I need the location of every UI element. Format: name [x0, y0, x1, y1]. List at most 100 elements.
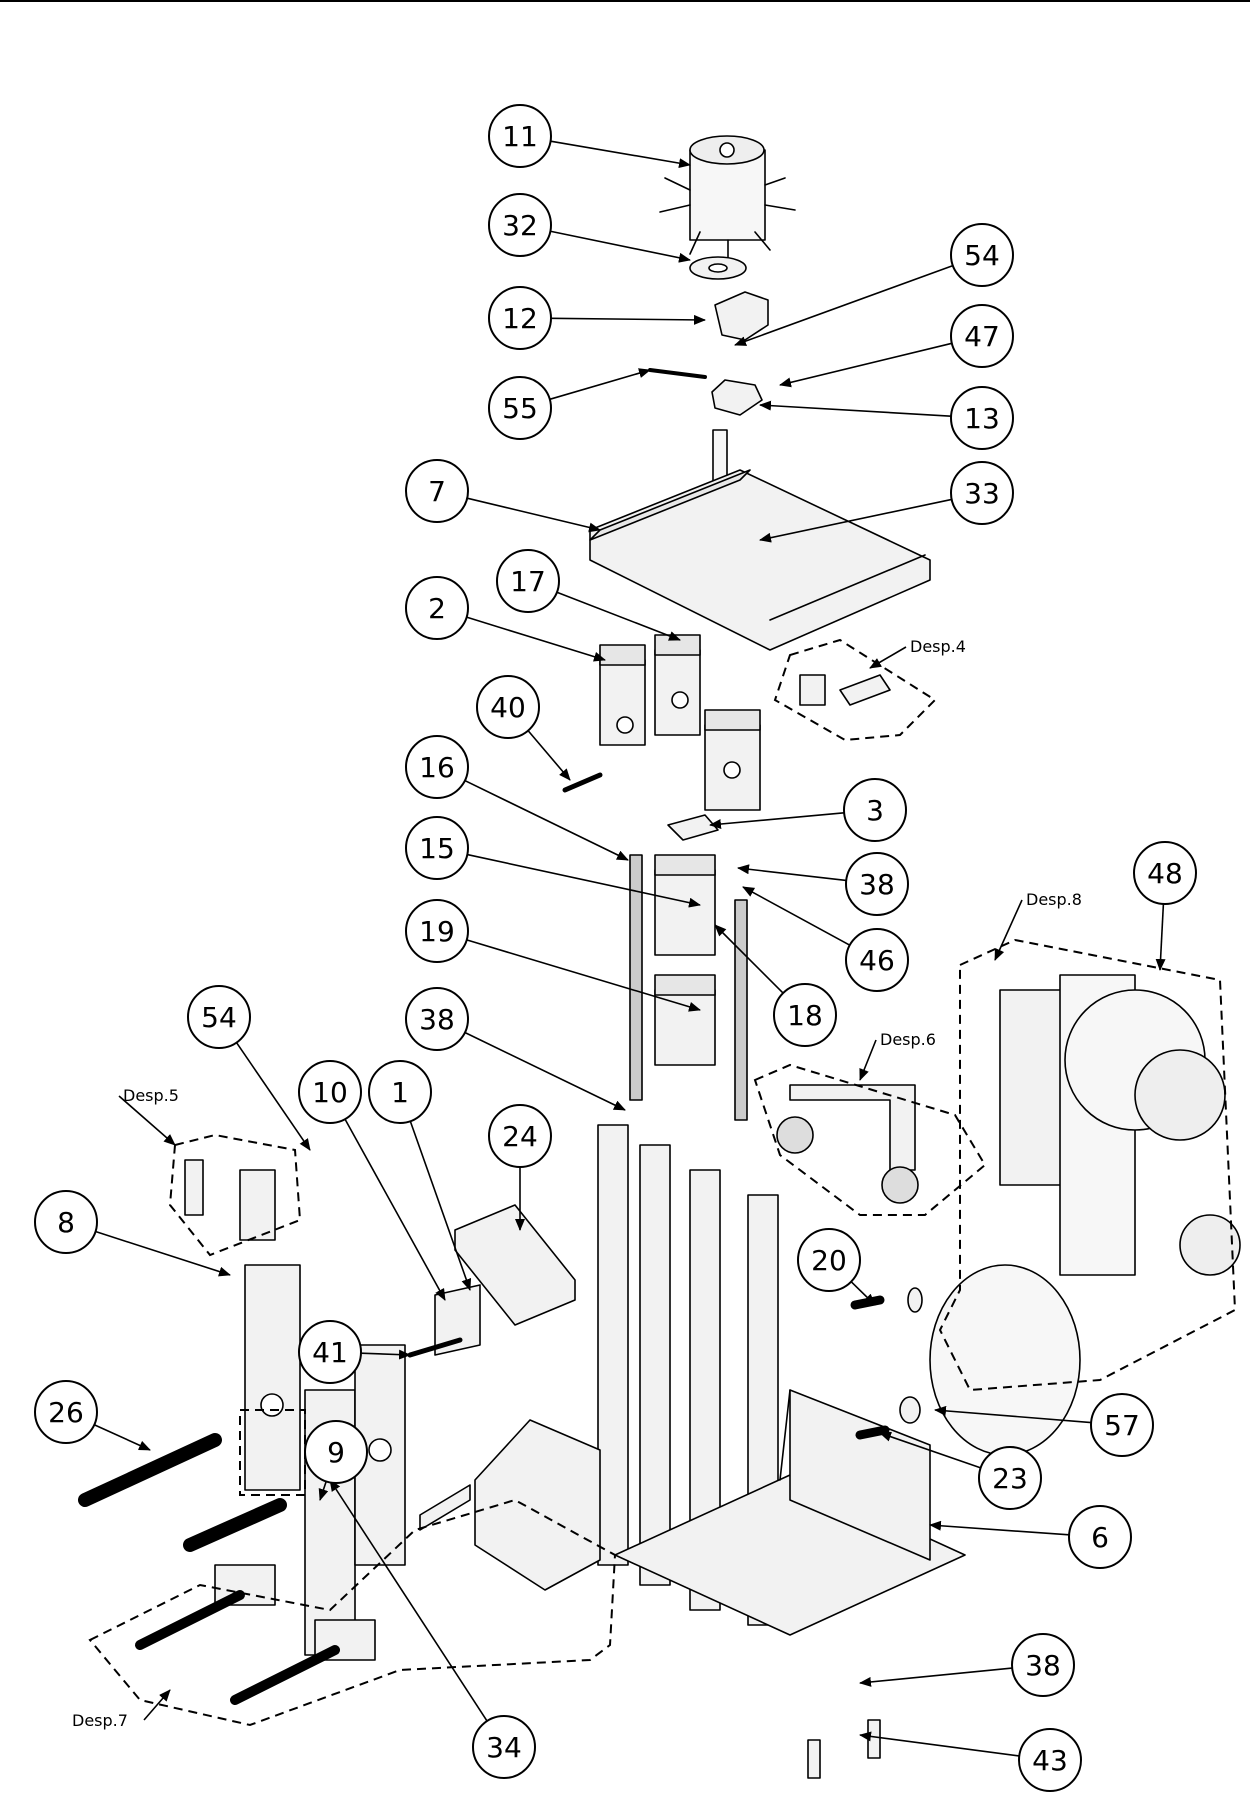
leader-arrow-17: [556, 591, 681, 641]
leader-arrow-46: [742, 886, 851, 946]
callout-number: 13: [964, 402, 1000, 435]
leader-arrow-38: [859, 1667, 1013, 1687]
callout-circle: [950, 304, 1014, 368]
callout-number: 46: [859, 944, 895, 977]
group-outline-desp5: [168, 1133, 302, 1257]
callout-number: 57: [1104, 1409, 1140, 1442]
part-pad: [667, 814, 719, 841]
callout-circle: [950, 223, 1014, 287]
callout-circle: [304, 1420, 368, 1484]
callout-number: 7: [428, 475, 446, 508]
group-label-desp4: Desp.4: [910, 637, 966, 656]
callout-circle: [950, 386, 1014, 450]
callout-number: 55: [502, 392, 538, 425]
part-switch: [184, 1159, 276, 1241]
group-outline-desp4: [773, 638, 937, 742]
callout-circle: [1133, 841, 1197, 905]
callout-number: 41: [312, 1336, 348, 1369]
part-shafts: [850, 1287, 923, 1440]
part-plate: [454, 1204, 576, 1326]
group-leader-desp7: [143, 1689, 171, 1721]
callout-circle: [1011, 1633, 1075, 1697]
top-border-line: [0, 0, 1250, 2]
part-foot-bolts: [807, 1719, 881, 1779]
callout-26: 26: [34, 1380, 98, 1444]
group-leader-desp8: [994, 899, 1023, 961]
callout-circle: [1090, 1393, 1154, 1457]
part-axle-assembly: [135, 1564, 376, 1705]
callout-6: 6: [1068, 1505, 1132, 1569]
callout-circle: [405, 987, 469, 1051]
leader-arrow-15: [467, 853, 701, 908]
callout-3: 3: [843, 778, 907, 842]
group-leader-desp6: [859, 1039, 877, 1081]
callout-15: 15: [405, 816, 469, 880]
callout-circle: [978, 1446, 1042, 1510]
callout-41: 41: [298, 1320, 362, 1384]
callout-number: 32: [502, 209, 538, 242]
callout-circle: [34, 1380, 98, 1444]
callout-number: 15: [419, 832, 455, 865]
callout-16: 16: [405, 735, 469, 799]
part-top-frame: [589, 429, 931, 651]
leader-arrow-43: [859, 1731, 1020, 1757]
leader-arrow-20: [850, 1281, 876, 1306]
callout-20: 20: [797, 1228, 861, 1292]
leader-arrow-11: [550, 140, 691, 169]
leader-arrow-18: [714, 924, 784, 994]
callout-number: 12: [502, 302, 538, 335]
callout-circle: [1068, 1505, 1132, 1569]
callout-number: 10: [312, 1076, 348, 1109]
part-washer: [689, 256, 747, 280]
callout-number: 48: [1147, 857, 1183, 890]
group-label-desp8: Desp.8: [1026, 890, 1082, 909]
callout-circle: [845, 852, 909, 916]
callout-57: 57: [1090, 1393, 1154, 1457]
callout-10: 10: [298, 1060, 362, 1124]
callout-2: 2: [405, 576, 469, 640]
callout-circle: [298, 1060, 362, 1124]
callout-48: 48: [1133, 841, 1197, 905]
callout-number: 1: [391, 1076, 409, 1109]
leader-arrow-6: [929, 1520, 1070, 1536]
callout-number: 19: [419, 915, 455, 948]
group-label-desp5: Desp.5: [123, 1086, 179, 1105]
leader-arrow-9: [318, 1481, 329, 1501]
callout-number: 2: [428, 592, 446, 625]
leader-arrow-33: [759, 498, 952, 543]
leader-arrow-16: [464, 779, 629, 861]
callout-circle: [797, 1228, 861, 1292]
leader-arrow-23: [879, 1431, 981, 1469]
callout-circle: [1018, 1728, 1082, 1792]
leader-arrow-2: [466, 616, 606, 662]
callout-43: 43: [1018, 1728, 1082, 1792]
group-leader-desp5: [118, 1095, 176, 1146]
callout-circle: [298, 1320, 362, 1384]
part-center-bracket: [419, 1419, 601, 1591]
callout-circle: [773, 983, 837, 1047]
leader-arrow-26: [93, 1424, 151, 1451]
callout-circle: [187, 985, 251, 1049]
callout-number: 34: [486, 1731, 522, 1764]
leader-arrow-48: [1155, 903, 1166, 971]
callout-circle: [34, 1190, 98, 1254]
part-bracket: [711, 379, 763, 416]
leader-arrow-54: [235, 1042, 311, 1151]
callout-number: 33: [964, 477, 1000, 510]
part-pin: [648, 368, 707, 379]
callout-number: 6: [1091, 1521, 1109, 1554]
part-leadscrew-left: [629, 854, 643, 1101]
callout-number: 16: [419, 751, 455, 784]
callout-46: 46: [845, 928, 909, 992]
callout-number: 24: [502, 1120, 538, 1153]
callout-circle: [405, 899, 469, 963]
leader-arrow-3: [709, 812, 845, 829]
callout-47: 47: [950, 304, 1014, 368]
callout-number: 20: [811, 1244, 847, 1277]
callout-circle: [950, 461, 1014, 525]
callout-number: 23: [992, 1462, 1028, 1495]
leader-arrow-19: [466, 939, 701, 1012]
callout-number: 8: [57, 1206, 75, 1239]
callout-number: 9: [327, 1436, 345, 1469]
group-outline-desp7: [88, 1498, 617, 1727]
